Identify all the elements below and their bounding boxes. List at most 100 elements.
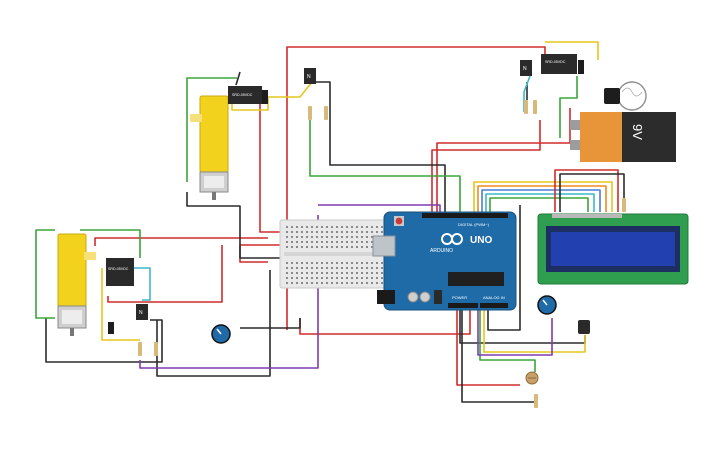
breadboard-hole: [311, 246, 313, 248]
wire-black[interactable]: [186, 192, 280, 259]
dc-motor-left[interactable]: [57, 233, 96, 336]
wire-blue[interactable]: [481, 189, 601, 220]
diode[interactable]: [108, 322, 114, 334]
breadboard-hole: [301, 262, 303, 264]
breadboard-hole: [286, 226, 288, 228]
breadboard-hole: [351, 241, 353, 243]
wire-red[interactable]: [286, 46, 546, 330]
breadboard-hole: [331, 236, 333, 238]
wire-black[interactable]: [315, 81, 446, 220]
breadboard-hole: [311, 282, 313, 284]
wire-yellow[interactable]: [262, 81, 313, 98]
wire-green[interactable]: [489, 197, 589, 220]
wire-red[interactable]: [299, 310, 471, 335]
wire-green[interactable]: [559, 76, 578, 138]
breadboard-hole: [351, 231, 353, 233]
wire-yellow[interactable]: [483, 310, 586, 353]
breadboard-hole: [306, 272, 308, 274]
arduino-uno-board[interactable]: ARDUINO UNO DIGITAL (PWM~) POWER ANALOG …: [372, 211, 517, 311]
breadboard-hole: [301, 246, 303, 248]
wire-black[interactable]: [45, 318, 163, 363]
breadboard-hole: [336, 262, 338, 264]
breadboard-hole: [316, 277, 318, 279]
digital-header: [422, 213, 508, 218]
breadboard-hole: [346, 262, 348, 264]
potentiometer-right[interactable]: [537, 295, 557, 315]
analog-header: [480, 303, 508, 308]
breadboard-hole: [331, 277, 333, 279]
lcd-display[interactable]: [537, 213, 689, 285]
resistor[interactable]: [533, 100, 537, 114]
relay-label: SRD-05VDC: [108, 267, 129, 271]
breadboard-hole: [361, 226, 363, 228]
breadboard-hole: [316, 231, 318, 233]
wire-green[interactable]: [35, 229, 55, 319]
breadboard-hole: [341, 246, 343, 248]
wire-red[interactable]: [107, 245, 223, 303]
wire-red[interactable]: [94, 237, 268, 246]
wire-cyan[interactable]: [485, 193, 595, 220]
breadboard-hole: [356, 262, 358, 264]
wire-cyan[interactable]: [120, 267, 151, 301]
relay-top-right[interactable]: SRD-05VDC: [541, 54, 577, 74]
resistor[interactable]: [524, 100, 528, 114]
breadboard-hole: [371, 282, 373, 284]
breadboard-hole: [331, 246, 333, 248]
light-bulb[interactable]: [604, 81, 647, 111]
breadboard-hole: [356, 226, 358, 228]
breadboard-hole: [361, 282, 363, 284]
transistor-label: N: [307, 74, 311, 80]
breadboard-hole: [381, 272, 383, 274]
resistor[interactable]: [324, 106, 328, 120]
wire-green[interactable]: [479, 310, 536, 372]
wire-black[interactable]: [235, 71, 241, 86]
breadboard-hole: [306, 262, 308, 264]
resistor[interactable]: [622, 198, 626, 212]
wire-purple[interactable]: [477, 310, 553, 356]
wire-red[interactable]: [436, 108, 571, 220]
breadboard-hole: [371, 226, 373, 228]
dc-motor-top[interactable]: [190, 95, 229, 200]
battery-9v[interactable]: 9V: [570, 112, 676, 162]
wire-yellow[interactable]: [473, 181, 613, 220]
breadboard-hole: [326, 241, 328, 243]
resistor[interactable]: [154, 342, 158, 356]
wire-green[interactable]: [80, 229, 141, 258]
wire-black[interactable]: [461, 310, 535, 403]
wire-black[interactable]: [487, 205, 521, 331]
wire-green[interactable]: [186, 77, 237, 182]
relay-left[interactable]: SRD-05VDC: [106, 258, 134, 286]
photoresistor[interactable]: [525, 371, 539, 385]
wire-purple[interactable]: [139, 215, 319, 369]
breadboard-hole: [376, 272, 378, 274]
wire-yellow[interactable]: [545, 41, 599, 60]
wire-black[interactable]: [156, 270, 271, 377]
transistor-top[interactable]: N: [304, 68, 316, 84]
temperature-sensor[interactable]: [578, 320, 590, 334]
breadboard-hole: [356, 236, 358, 238]
diode[interactable]: [578, 60, 584, 74]
diode[interactable]: [262, 90, 268, 104]
transistor-left[interactable]: N: [136, 304, 148, 320]
potentiometer-left[interactable]: [211, 324, 231, 344]
wire-black[interactable]: [240, 318, 301, 329]
breadboard-hole: [291, 226, 293, 228]
resistor[interactable]: [308, 106, 312, 120]
wire-yellow[interactable]: [101, 268, 140, 341]
wire-orange[interactable]: [477, 185, 607, 220]
wire-green[interactable]: [309, 118, 461, 220]
capacitor: [419, 291, 431, 303]
wire-black[interactable]: [559, 173, 625, 212]
breadboard-hole: [356, 246, 358, 248]
transistor-top-right[interactable]: N: [520, 60, 532, 76]
wire-red[interactable]: [456, 310, 520, 386]
breadboard-hole: [301, 272, 303, 274]
relay-top-left[interactable]: SRD-05VDC: [228, 86, 262, 104]
breadboard-holes: [286, 226, 383, 284]
breadboard[interactable]: [279, 219, 391, 289]
wire-red[interactable]: [554, 169, 619, 212]
resistor[interactable]: [534, 394, 538, 408]
wire-red[interactable]: [431, 120, 541, 220]
resistor[interactable]: [138, 342, 142, 356]
breadboard-hole: [316, 282, 318, 284]
